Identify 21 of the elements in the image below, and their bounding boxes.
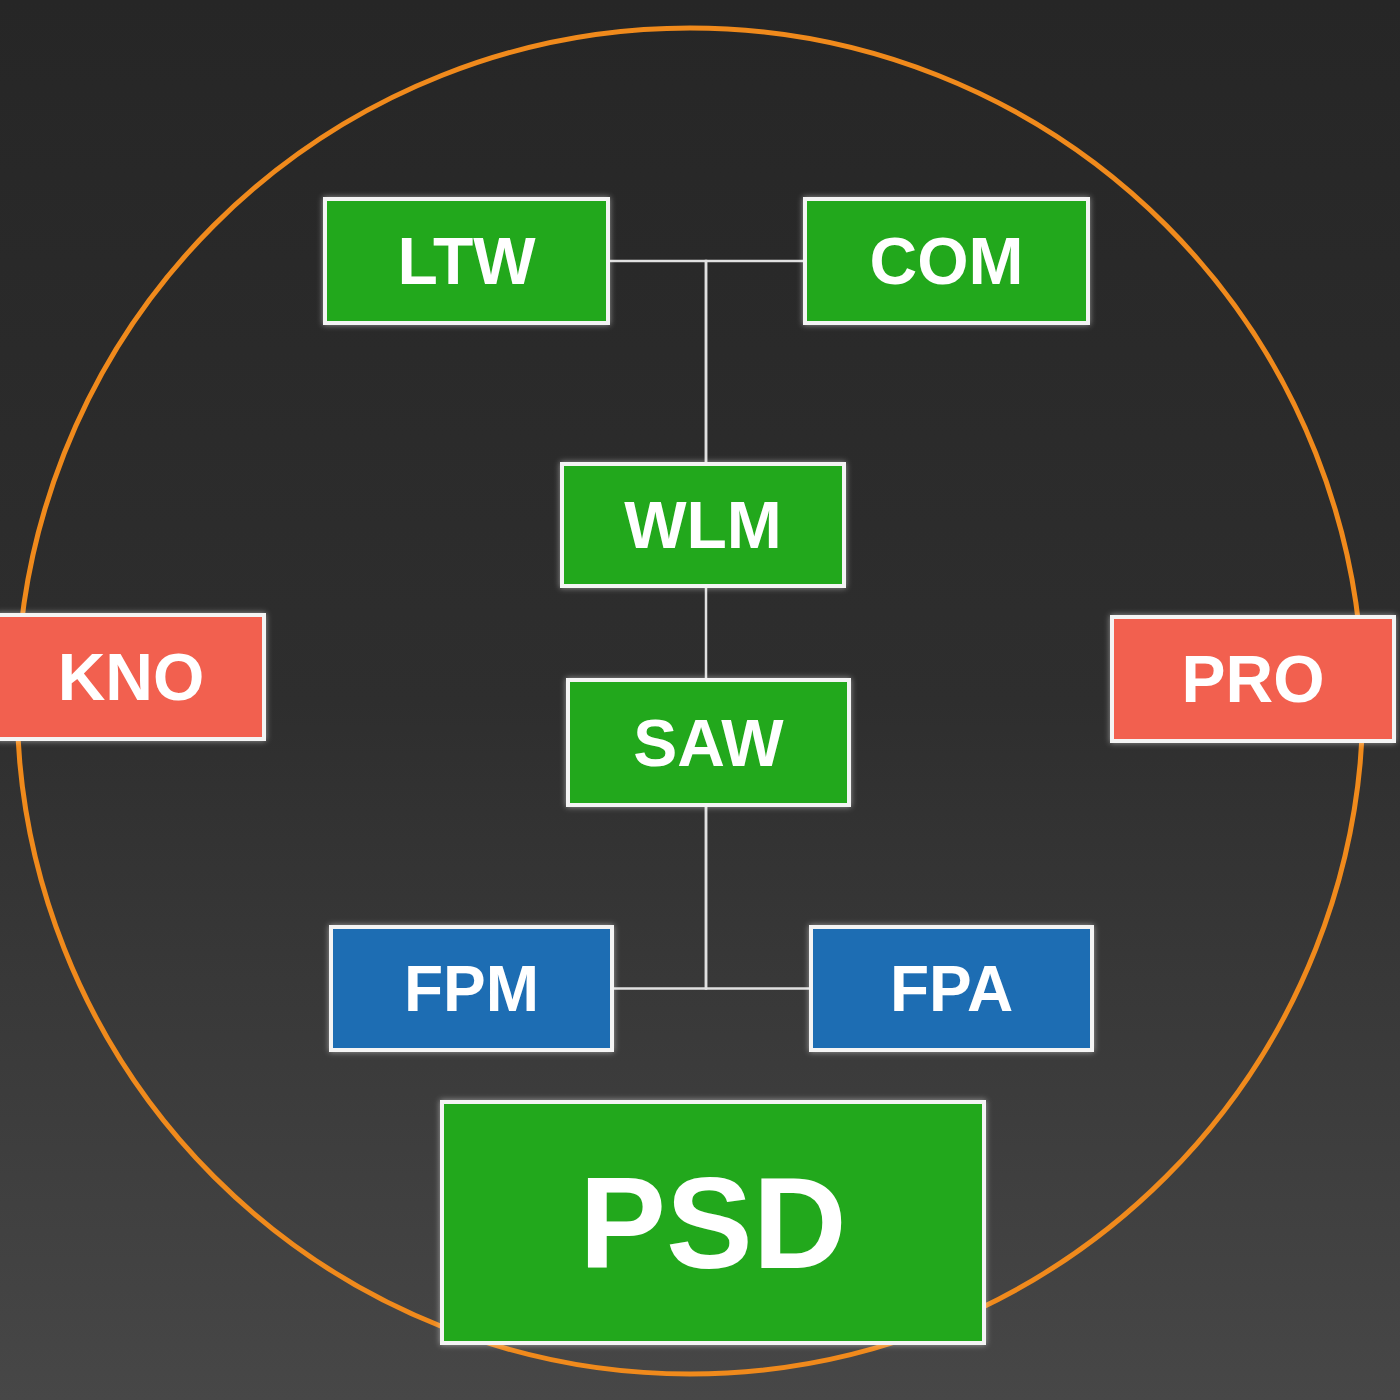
box-label: COM — [869, 223, 1024, 299]
label-box — [0, 613, 266, 741]
box-label: PSD — [579, 1148, 847, 1298]
box-label: KNO — [57, 639, 205, 715]
box-label: PRO — [1181, 641, 1325, 717]
connector-line — [704, 588, 708, 678]
box-label: LTW — [397, 223, 536, 299]
connector-line — [704, 807, 809, 990]
label-box — [560, 462, 846, 588]
label-box — [440, 1100, 986, 1345]
box-label: SAW — [633, 704, 784, 781]
box-label: FPM — [403, 951, 540, 1026]
label-box — [323, 197, 610, 325]
box-label: WLM — [624, 487, 782, 563]
label-box — [566, 678, 851, 807]
box-label: FPA — [889, 951, 1014, 1026]
connector-line — [704, 259, 803, 462]
label-box — [1110, 615, 1396, 743]
label-box — [329, 925, 614, 1052]
label-box — [803, 197, 1090, 325]
label-box — [809, 925, 1094, 1052]
